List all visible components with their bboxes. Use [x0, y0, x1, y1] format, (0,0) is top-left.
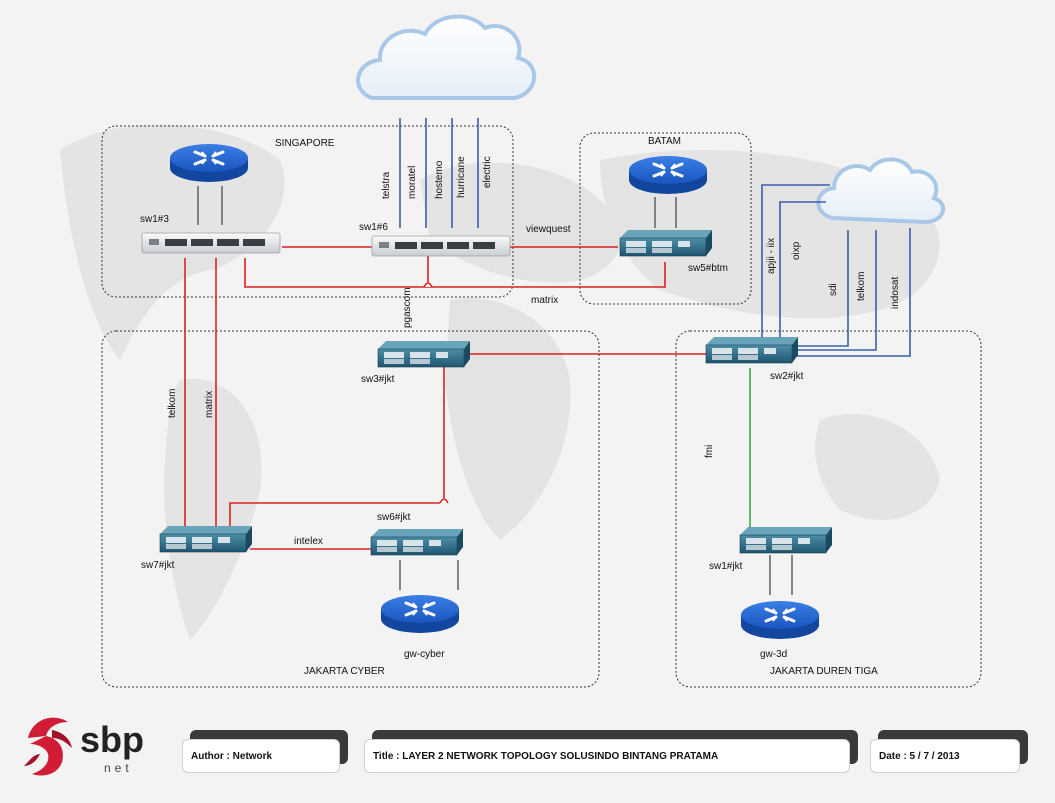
- link-label-pgascom: pgascom: [402, 287, 413, 328]
- link-label-intelex: intelex: [294, 536, 323, 547]
- link-label-hurricane: hurricane: [456, 156, 467, 198]
- switch-sw7-jkt: [159, 525, 253, 553]
- region-batam: [579, 132, 752, 305]
- device-label-gw-3d: gw-3d: [760, 649, 787, 660]
- router-icon: [739, 599, 821, 641]
- switch-sw1-jkt: [739, 526, 833, 554]
- link-label-oixp: oixp: [791, 241, 802, 260]
- region-jakarta-duren-tiga: [675, 330, 982, 688]
- link-label-telkom-right: telkom: [856, 272, 867, 301]
- logo-sub-text: net: [104, 761, 133, 775]
- link-label-moratel: moratel: [407, 166, 418, 199]
- sbp-net-logo: sbp net: [24, 717, 144, 776]
- footer-date-text: Date : 5 / 7 / 2013: [879, 750, 960, 762]
- logo-brand-text: sbp: [80, 719, 144, 760]
- switch-sw6-jkt: [370, 528, 464, 556]
- device-cables: [197, 186, 793, 595]
- links-red: [184, 246, 708, 550]
- device-label-sw1-6: sw1#6: [359, 222, 388, 233]
- device-label-sw1-3: sw1#3: [140, 214, 169, 225]
- region-singapore: [101, 125, 514, 298]
- link-label-apjii-iix: apjii - iix: [766, 238, 777, 274]
- router-icon: [379, 593, 461, 635]
- device-label-sw7-jkt: sw7#jkt: [141, 560, 175, 571]
- device-label-sw1-jkt: sw1#jkt: [709, 561, 743, 572]
- device-label-sw5-btm: sw5#btm: [688, 263, 728, 274]
- router-icon: [168, 142, 250, 184]
- device-label-gw-cyber: gw-cyber: [404, 649, 445, 660]
- switch-sw2-jkt: [705, 336, 799, 364]
- device-label-sw3-jkt: sw3#jkt: [361, 374, 395, 385]
- cloud-icon: [816, 157, 946, 225]
- links-blue-right: [761, 184, 911, 357]
- link-label-indosat: indosat: [890, 277, 901, 309]
- link-label-sdi: sdi: [828, 283, 839, 296]
- link-label-hostemo: hostemo: [434, 160, 445, 199]
- device-label-sw6-jkt: sw6#jkt: [377, 512, 411, 523]
- footer-title-text: Title : LAYER 2 NETWORK TOPOLOGY SOLUSIN…: [373, 750, 719, 762]
- switch-sw5-btm: [619, 229, 713, 257]
- device-label-sw2-jkt: sw2#jkt: [770, 371, 804, 382]
- cloud-icon: [356, 14, 537, 100]
- region-label-singapore: SINGAPORE: [275, 138, 335, 149]
- footer-author: Author : Network: [182, 739, 340, 773]
- region-label-jakarta-cyber: JAKARTA CYBER: [304, 666, 385, 677]
- link-label-viewquest: viewquest: [526, 224, 571, 235]
- footer-author-text: Author : Network: [191, 750, 273, 762]
- link-label-matrix-top: matrix: [531, 295, 558, 306]
- region-label-batam: BATAM: [648, 136, 681, 147]
- link-label-fmi: fmi: [704, 445, 715, 458]
- region-label-jakarta-duren-tiga: JAKARTA DUREN TIGA: [770, 666, 878, 677]
- link-label-telkom-left: telkom: [167, 389, 178, 418]
- link-label-telstra: telstra: [381, 171, 392, 199]
- router-icon: [627, 154, 709, 196]
- switch-sw3-jkt: [377, 340, 471, 368]
- footer-date: Date : 5 / 7 / 2013: [870, 739, 1020, 773]
- link-label-electric: electric: [482, 156, 493, 188]
- switch-sw1-3: [141, 232, 281, 254]
- link-label-matrix-left: matrix: [204, 391, 215, 418]
- switch-sw1-6: [371, 235, 511, 257]
- links-blue-top: [399, 118, 479, 228]
- footer-title: Title : LAYER 2 NETWORK TOPOLOGY SOLUSIN…: [364, 739, 850, 773]
